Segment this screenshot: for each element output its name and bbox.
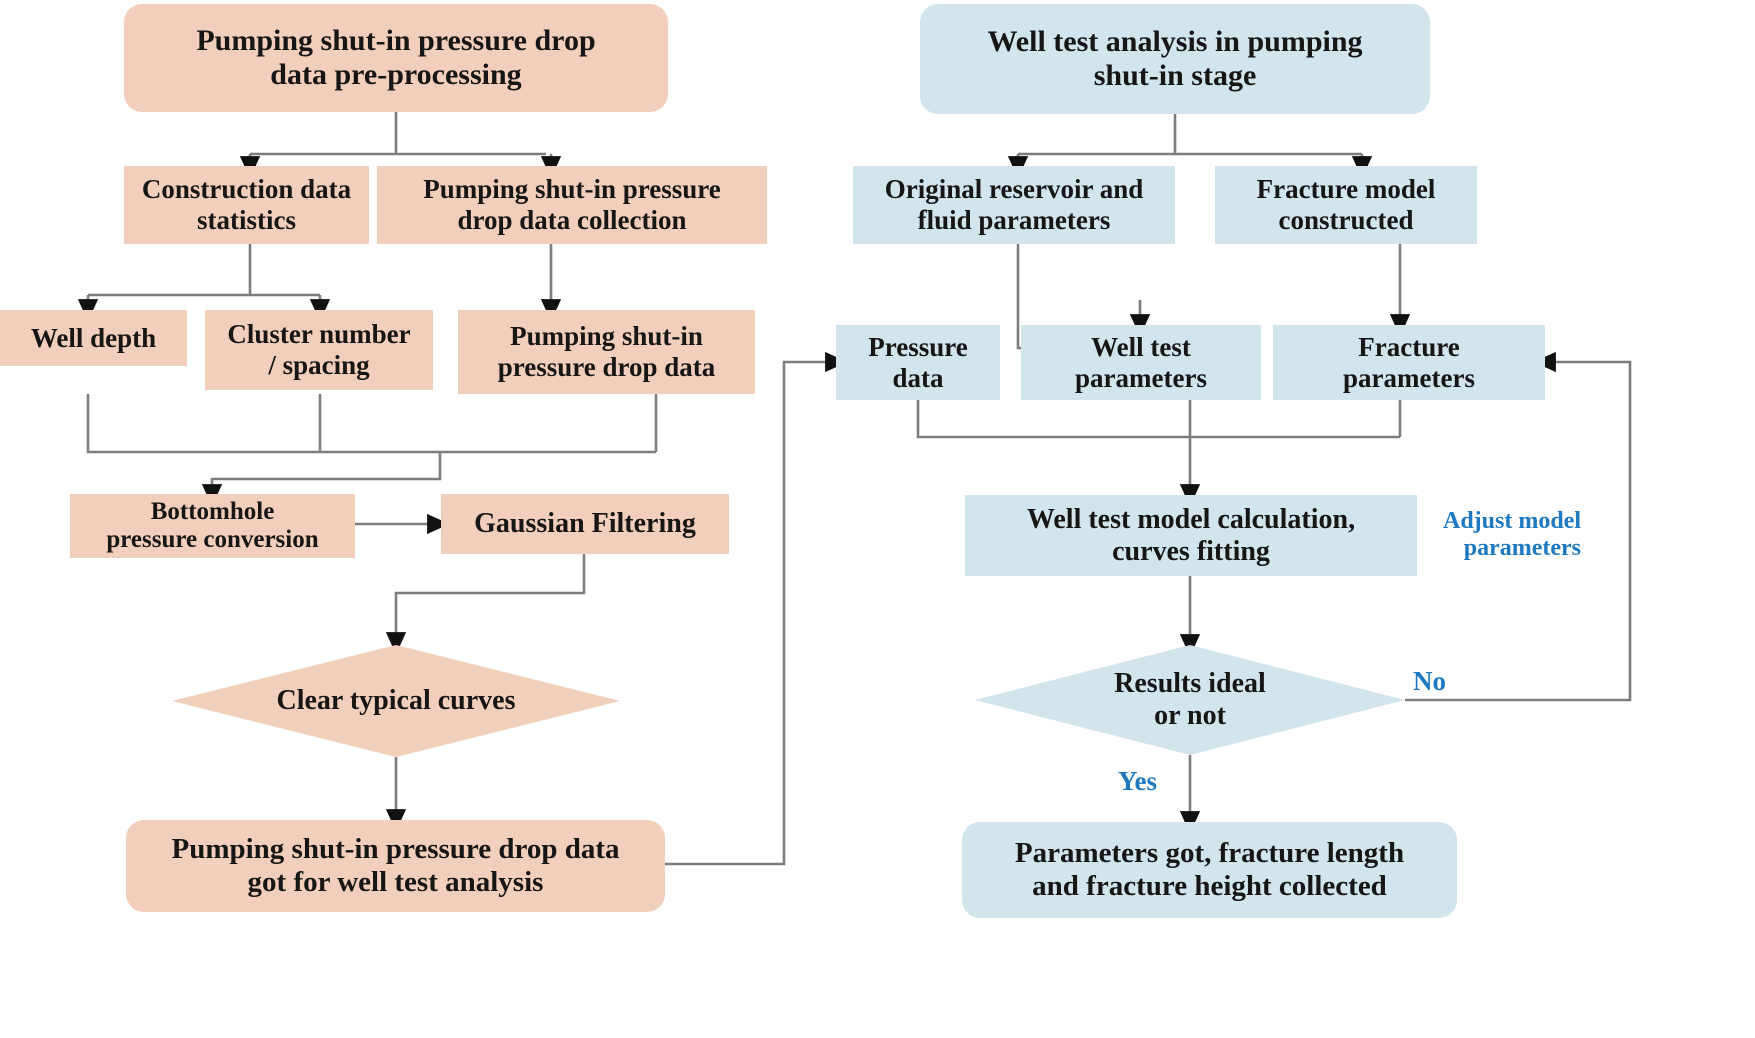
wire-to-bottomhole bbox=[201, 452, 442, 507]
clear-typical-curves-shape bbox=[172, 645, 620, 757]
node-construction-data-statistics[interactable]: Construction data statistics bbox=[124, 166, 369, 244]
node-original-reservoir-fluid-parameters[interactable]: Original reservoir and fluid parameters bbox=[853, 166, 1175, 244]
node-fracture-model-constructed[interactable]: Fracture model constructed bbox=[1215, 166, 1477, 244]
wire-merge-left-a bbox=[86, 394, 656, 454]
node-pressure-data[interactable]: Pressure data bbox=[836, 325, 1000, 400]
node-clear-typical-curves[interactable]: Clear typical curves bbox=[172, 645, 620, 757]
edge-label-adjust-model-parameters: Adjust model parameters bbox=[1442, 508, 1581, 561]
node-well-depth[interactable]: Well depth bbox=[0, 310, 187, 366]
node-pressure-drop-data-collection[interactable]: Pumping shut-in pressure drop data colle… bbox=[377, 166, 767, 244]
results-decision-shape bbox=[975, 645, 1405, 755]
node-pumping-pressure-drop-data[interactable]: Pumping shut-in pressure drop data bbox=[458, 310, 755, 394]
node-results-ideal-decision[interactable]: Results ideal or not bbox=[975, 645, 1405, 755]
edge-label-no: No bbox=[1413, 666, 1446, 696]
node-gaussian-filtering[interactable]: Gaussian Filtering bbox=[441, 494, 729, 554]
node-fracture-parameters[interactable]: Fracture parameters bbox=[1273, 325, 1545, 400]
wire-params-merge-bar bbox=[916, 400, 1400, 439]
node-right-result[interactable]: Parameters got, fracture length and frac… bbox=[962, 822, 1457, 918]
node-left-title[interactable]: Pumping shut-in pressure drop data pre-p… bbox=[124, 4, 668, 112]
node-well-test-parameters[interactable]: Well test parameters bbox=[1021, 325, 1261, 400]
wire-gaussian-to-curves bbox=[385, 554, 586, 655]
edge-label-yes: Yes bbox=[1118, 766, 1157, 796]
node-bottomhole-pressure-conversion[interactable]: Bottomhole pressure conversion bbox=[70, 494, 355, 558]
node-right-title[interactable]: Well test analysis in pumping shut-in st… bbox=[920, 4, 1430, 114]
node-well-test-model-calculation[interactable]: Well test model calculation, curves fitt… bbox=[965, 495, 1417, 576]
node-left-output[interactable]: Pumping shut-in pressure drop data got f… bbox=[126, 820, 665, 912]
results-decision-label: Results ideal or not bbox=[1114, 668, 1266, 731]
node-cluster-number-spacing[interactable]: Cluster number / spacing bbox=[205, 310, 433, 390]
clear-typical-curves-label: Clear typical curves bbox=[276, 685, 516, 717]
wire-output-to-pressure-data bbox=[665, 351, 848, 866]
